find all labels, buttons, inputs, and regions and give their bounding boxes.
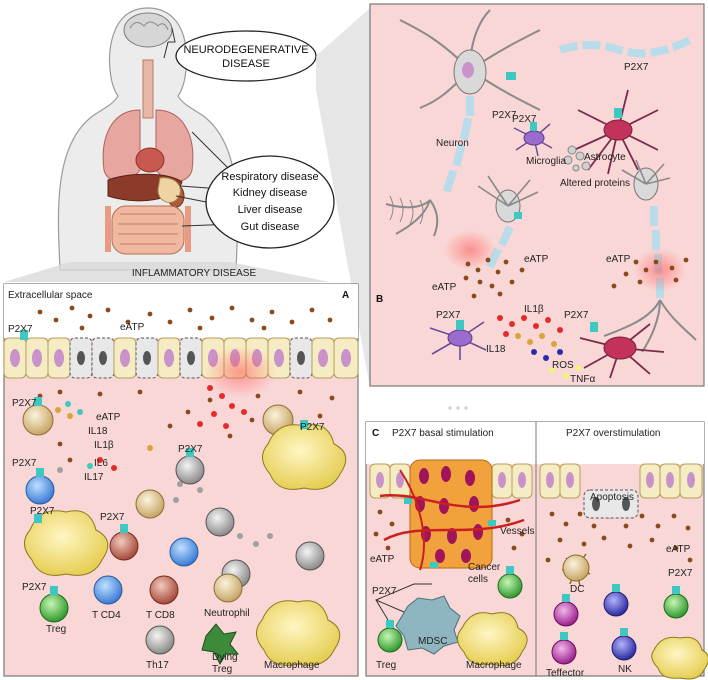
microglia-label: Microglia bbox=[526, 156, 566, 167]
panel-b-letter: B bbox=[376, 294, 383, 305]
immune-cells-a bbox=[22, 397, 347, 666]
il18-label-a: IL18 bbox=[88, 426, 108, 437]
disease-gut: Gut disease bbox=[241, 221, 300, 233]
disease-kidney: Kidney disease bbox=[233, 187, 308, 199]
treg-label-c: Treg bbox=[376, 660, 396, 671]
apoptosis-cells bbox=[583, 489, 639, 519]
panel-a: Extracellular space A bbox=[3, 283, 359, 677]
dc-label: DC bbox=[570, 584, 584, 595]
cytokine-dots-a bbox=[55, 385, 273, 547]
eatp-label-a1: eATP bbox=[120, 322, 145, 333]
il18-label-b: IL18 bbox=[486, 344, 506, 355]
receptor-icon bbox=[506, 72, 516, 80]
neurodegenerative-callout: NEURODEGENERATIVE DISEASE bbox=[175, 30, 317, 82]
p2x7-label-a6: P2X7 bbox=[30, 506, 55, 517]
tcd4-label: T CD4 bbox=[92, 610, 121, 621]
disease-callout: Respiratory disease Kidney disease Liver… bbox=[205, 155, 335, 249]
astrocyte-cell-lower bbox=[579, 322, 665, 379]
treg-label-a: Treg bbox=[46, 624, 66, 635]
epithelium-row-a bbox=[3, 330, 359, 379]
p2x7-label-a8: P2X7 bbox=[22, 582, 47, 593]
vessels-label: Vessels bbox=[500, 526, 534, 537]
brain-icon bbox=[123, 12, 173, 48]
p2x7-label-b4: P2X7 bbox=[436, 310, 461, 321]
cytokine-dots-b bbox=[497, 315, 581, 379]
p2x7-label-a3: P2X7 bbox=[12, 458, 37, 469]
eatp-dots-c bbox=[373, 509, 693, 563]
p2x7-label-b1: P2X7 bbox=[492, 110, 517, 121]
zoom-connector-a bbox=[4, 262, 330, 282]
neutrophil-label: Neutrophil bbox=[204, 608, 250, 619]
neuron-label: Neuron bbox=[436, 138, 469, 149]
mdsc-label: MDSC bbox=[418, 636, 447, 647]
separator-dots bbox=[448, 406, 468, 410]
apoptosis-label: Apoptosis bbox=[590, 492, 634, 503]
eatp-dots-b bbox=[463, 257, 689, 299]
panel-c-letter: C bbox=[372, 428, 379, 439]
disease-respiratory: Respiratory disease bbox=[221, 171, 318, 183]
il17-label-a: IL17 bbox=[84, 472, 104, 483]
tcd8-label: T CD8 bbox=[146, 610, 175, 621]
eatp-label-c1: eATP bbox=[370, 554, 395, 565]
eatp-label-b2: eATP bbox=[606, 254, 631, 265]
p2x7-label-a2: P2X7 bbox=[12, 398, 37, 409]
panel-b: P2X7 Neuron P2X7 Microglia P2X7 Astrocyt… bbox=[369, 3, 705, 387]
neutrophil-cell bbox=[22, 404, 54, 436]
p2x7-label-b5: P2X7 bbox=[564, 310, 589, 321]
il6-label-a: IL6 bbox=[94, 458, 108, 469]
dc-cell bbox=[562, 554, 590, 582]
macrophage-label-c: Macrophage bbox=[466, 660, 522, 671]
eatp-label-a2: eATP bbox=[96, 412, 121, 423]
basal-label: P2X7 basal stimulation bbox=[392, 428, 494, 439]
epithelium-row-c bbox=[369, 463, 703, 499]
p2x7-label-c1: P2X7 bbox=[372, 586, 397, 597]
neuron-cell bbox=[385, 9, 541, 237]
dying-label-1: Dying bbox=[212, 652, 238, 663]
altered-proteins-label: Altered proteins bbox=[560, 178, 630, 189]
p2x7-label-b3: P2X7 bbox=[624, 62, 649, 73]
over-label: P2X7 overstimulation bbox=[566, 428, 661, 439]
microglia-cell bbox=[513, 122, 553, 157]
astrocyte-cell bbox=[573, 89, 659, 175]
p2x7-label-c2: P2X7 bbox=[668, 568, 693, 579]
panel-c: C P2X7 basal stimulation P2X7 overstimul… bbox=[365, 421, 708, 680]
panel-a-letter: A bbox=[342, 290, 349, 301]
eatp-label-b1: eATP bbox=[524, 254, 549, 265]
macrophage-cell-a1 bbox=[24, 510, 109, 576]
ros-label: ROS bbox=[552, 360, 574, 371]
microglia-cell-lower bbox=[429, 320, 487, 360]
immune-cells-c bbox=[377, 553, 708, 680]
p2x7-label-a7: P2X7 bbox=[100, 512, 125, 523]
human-body-illustration bbox=[57, 7, 239, 271]
cancer-label-2: cells bbox=[468, 574, 488, 585]
cancer-label-1: Cancer bbox=[468, 562, 501, 573]
neuro-label-line2: DISEASE bbox=[222, 58, 270, 70]
astrocyte-label: Astrocyte bbox=[584, 152, 626, 163]
il1b-label-b: IL1β bbox=[524, 304, 544, 315]
extracellular-label: Extracellular space bbox=[8, 290, 93, 301]
nk-label: NK bbox=[618, 664, 632, 675]
p2x7-label-b2: P2X7 bbox=[512, 114, 537, 125]
neuro-label-line1: NEURODEGENERATIVE bbox=[183, 44, 308, 56]
cancer-cells bbox=[379, 459, 525, 571]
il1b-label-a: IL1β bbox=[94, 440, 114, 451]
tnfa-label: TNFα bbox=[570, 374, 595, 385]
p2x7-pointer-lines bbox=[375, 583, 432, 621]
th17-label: Th17 bbox=[146, 660, 169, 671]
p2x7-label-a1: P2X7 bbox=[8, 324, 33, 335]
macrophage-label-a: Macrophage bbox=[264, 660, 320, 671]
disease-liver: Liver disease bbox=[238, 204, 303, 216]
eatp-label-c2: eATP bbox=[666, 544, 691, 555]
altered-proteins bbox=[563, 145, 591, 172]
dying-label-2: Treg bbox=[212, 664, 232, 675]
eatp-label-b3: eATP bbox=[432, 282, 457, 293]
p2x7-label-a4: P2X7 bbox=[178, 444, 203, 455]
intestine-icon bbox=[105, 205, 191, 255]
inflammatory-label: INFLAMMATORY DISEASE bbox=[132, 268, 257, 279]
p2x7-label-a5: P2X7 bbox=[300, 422, 325, 433]
teffector-label: Teffector bbox=[546, 668, 585, 679]
vessel-line bbox=[379, 493, 521, 509]
